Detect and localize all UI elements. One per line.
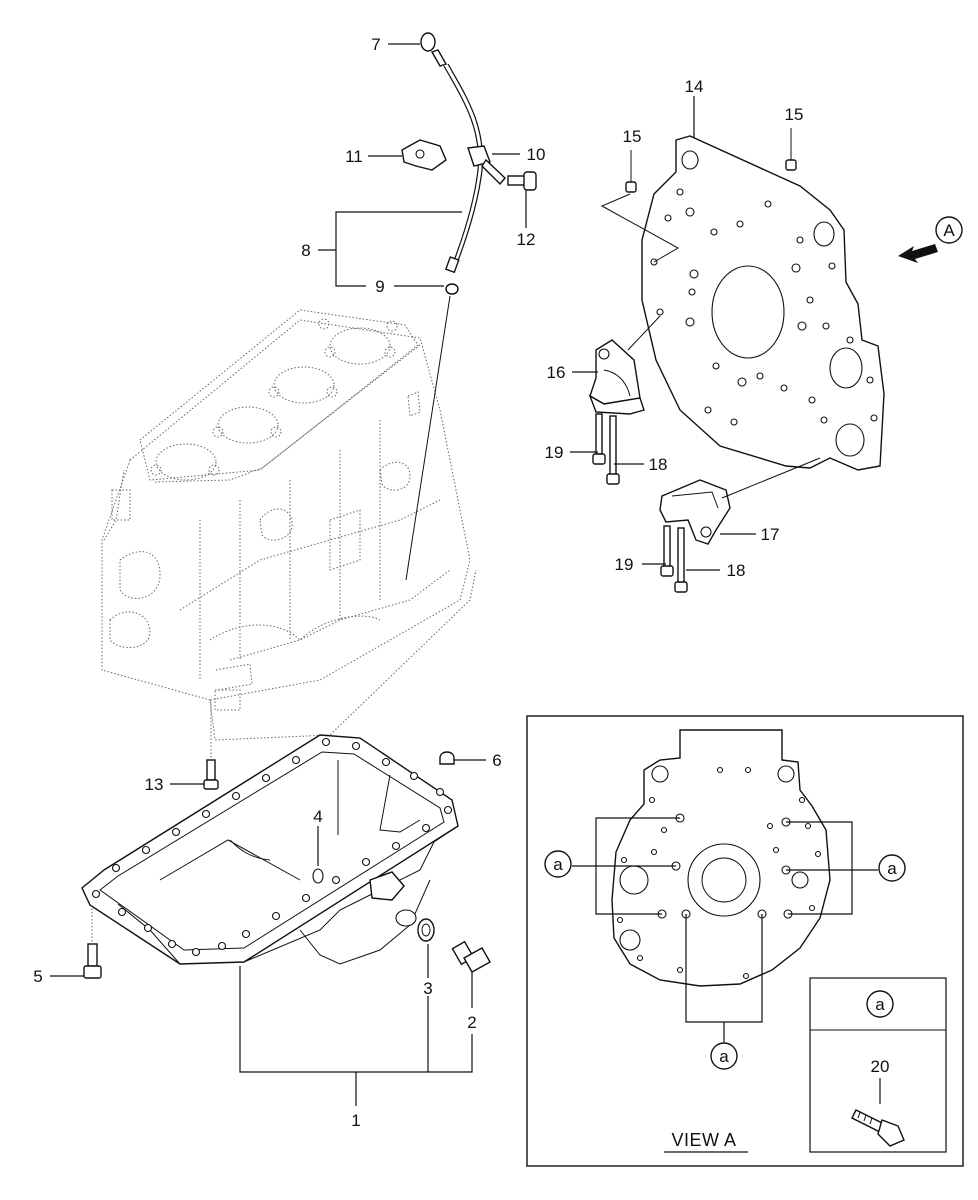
callout-10: 10 <box>527 145 546 164</box>
view-a-inset: a a a a 20 VIEW A <box>526 715 964 1167</box>
oil-pan <box>81 734 459 965</box>
dipstick-assembly <box>401 32 537 581</box>
callout-1: 1 <box>351 1111 360 1130</box>
callout-5: 5 <box>33 967 42 986</box>
pan-bolt-5 <box>83 905 102 979</box>
view-a-arrow: A <box>898 216 963 263</box>
callout-14: 14 <box>685 77 704 96</box>
mount-bracket-16 <box>588 315 661 415</box>
flange-bolt-20 <box>851 1109 905 1147</box>
callout-11: 11 <box>345 147 363 166</box>
block-bolt-13 <box>203 700 219 790</box>
pan-bolt-holes <box>91 737 453 957</box>
rear-plate <box>641 135 885 471</box>
callout-labels: 1 2 3 4 5 6 7 8 9 10 11 12 13 14 15 15 1… <box>33 35 803 1130</box>
view-marker-label: A <box>943 221 955 240</box>
legend-marker: a <box>875 995 885 1014</box>
callout-18-lower: 18 <box>727 561 746 580</box>
o-ring-4 <box>312 868 324 884</box>
dipstick-rod <box>443 65 480 267</box>
callout-9: 9 <box>375 277 384 296</box>
view-a-marker-right: a <box>887 859 897 878</box>
callout-6: 6 <box>492 751 501 770</box>
callout-3: 3 <box>423 979 432 998</box>
callout-19-lower: 19 <box>615 555 634 574</box>
callout-16: 16 <box>547 363 566 382</box>
bolts-lower <box>660 525 688 593</box>
callout-20: 20 <box>871 1057 890 1076</box>
o-ring-9 <box>445 283 459 295</box>
plate-holes <box>650 188 878 426</box>
callout-15-left: 15 <box>623 127 642 146</box>
callout-18-upper: 18 <box>649 455 668 474</box>
dipstick-handle <box>420 32 436 52</box>
callout-8: 8 <box>301 241 310 260</box>
callout-4: 4 <box>313 807 322 826</box>
callout-15-right: 15 <box>785 105 804 124</box>
callout-13: 13 <box>145 775 164 794</box>
clamp-bolt <box>507 171 537 191</box>
view-a-title: VIEW A <box>671 1130 736 1150</box>
callout-17: 17 <box>761 525 780 544</box>
callout-19-upper: 19 <box>545 443 564 462</box>
drain-washer <box>417 918 435 942</box>
bolts-upper <box>592 413 620 485</box>
view-a-marker-bottom: a <box>719 1047 729 1066</box>
callout-2: 2 <box>467 1013 476 1032</box>
mount-bracket-17 <box>659 457 821 545</box>
view-a-marker-left: a <box>553 855 563 874</box>
callout-12: 12 <box>517 230 536 249</box>
leader-lines <box>50 43 756 1106</box>
callout-7: 7 <box>371 35 380 54</box>
plug-6 <box>439 751 455 765</box>
dowel-pin-left <box>625 181 637 193</box>
drain-plug <box>451 940 491 973</box>
dowel-pin-right <box>785 159 797 171</box>
cylinder-block <box>101 309 477 741</box>
